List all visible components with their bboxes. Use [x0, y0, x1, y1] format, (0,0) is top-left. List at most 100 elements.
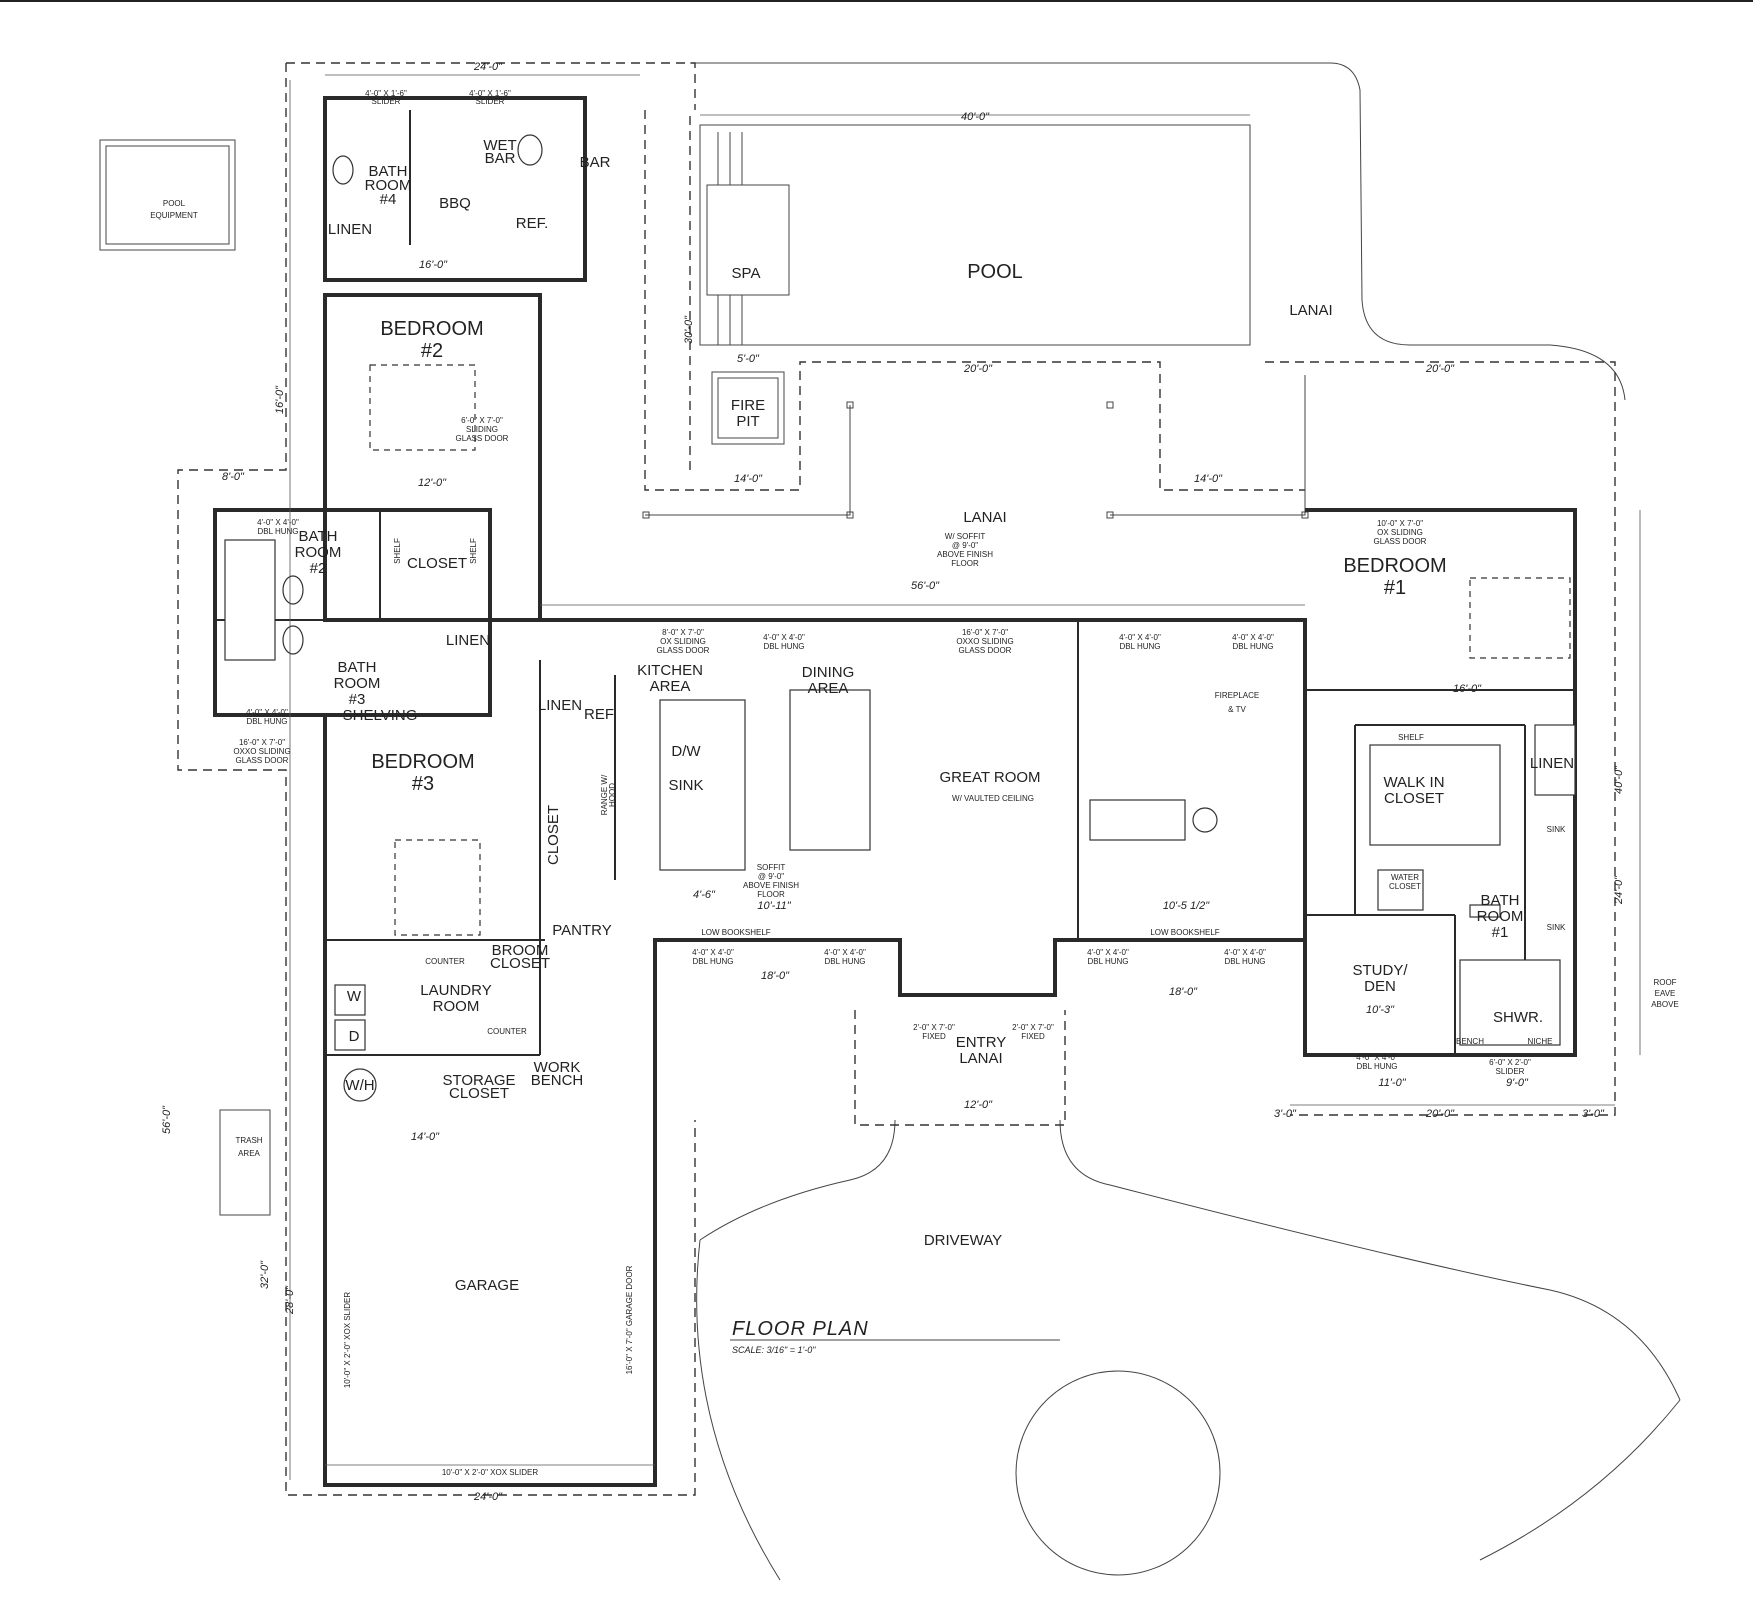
bed-2 [369, 364, 476, 451]
room-label-great-room-line: GREAT ROOM [939, 769, 1040, 786]
dim-label-d-24-bottom-line: 24'-0" [473, 1491, 503, 1503]
note-label-entry-fixed-r-line: 2'-0" X 7'-0" [1012, 1023, 1054, 1032]
dimension-lines [289, 74, 1641, 1480]
shower-bath23 [224, 539, 276, 661]
room-label-bath1-line: ROOM [1477, 908, 1524, 925]
room-label-linen-bath3-line: LINEN [446, 632, 490, 649]
plan-title: FLOOR PLAN [732, 1318, 869, 1340]
note-label-entry-fixed-l-line: FIXED [922, 1032, 946, 1041]
lanai-deck [177, 62, 1616, 1496]
room-label-dryer-line: D [349, 1028, 360, 1045]
note-label-win-dh-7-line: DBL HUNG [824, 957, 865, 966]
room-label-storage-line: STORAGE [442, 1072, 515, 1089]
note-label-garage-slider-b: 10'-0" X 2'-0" XOX SLIDER [442, 1468, 539, 1477]
driveway-edge-lower-right [1479, 1399, 1681, 1561]
note-label-garage-door-line: 16'-0" X 7'-0" GARAGE DOOR [625, 1265, 634, 1374]
note-label-b1-slider-line: 6'-0" X 2'-0" [1489, 1058, 1531, 1067]
dim-label-d-18a-line: 18'-0" [761, 970, 790, 982]
room-label-dining-line: DINING [802, 664, 855, 681]
room-label-bedroom3-line: #3 [412, 773, 434, 795]
dim-label-d-56-line: 56'-0" [911, 580, 940, 592]
room-label-low-bookshelf-l: LOW BOOKSHELF [701, 928, 770, 937]
note-label-lanai-soffit-line: @ 9'-0" [952, 541, 978, 550]
dim-label-d-28: 28'-0" [284, 1285, 296, 1315]
room-label-driveway-line: DRIVEWAY [924, 1232, 1002, 1249]
note-label-garage-door: 16'-0" X 7'-0" GARAGE DOOR [625, 1265, 634, 1374]
note-label-top-slider-2: 4'-0" X 1'-6"SLIDER [469, 89, 511, 106]
room-label-ref-k-line: REF [584, 706, 614, 723]
dim-label-d-8-left: 8'-0" [222, 471, 245, 483]
note-label-win-dh-3-line: DBL HUNG [763, 642, 804, 651]
post [1106, 511, 1114, 519]
dryer [334, 1019, 366, 1051]
room-label-work-bench-line: BENCH [531, 1072, 584, 1089]
room-label-pool: POOL [967, 261, 1023, 283]
note-label-range: RANGE W/HOOD [600, 774, 617, 815]
dim-label-d-pool-w: 30'-0" [683, 315, 695, 344]
room-label-bedroom1: BEDROOM#1 [1343, 555, 1446, 599]
pool-equipment-pad [99, 139, 236, 251]
room-label-bath2-line: #2 [310, 560, 327, 577]
note-label-win-dh-4-line: 4'-0" X 4'-0" [1119, 633, 1161, 642]
note-label-win-dh-1-line: DBL HUNG [257, 527, 298, 536]
room-label-linen-bath4: LINEN [328, 221, 372, 238]
note-label-b2-slider-line: 6'-0" X 7'-0" [461, 416, 503, 425]
dim-label-d-pool-len-line: 40'-0" [961, 111, 990, 123]
dim-label-d-3a-line: 3'-0" [1274, 1108, 1297, 1120]
toilet-bath3 [282, 625, 304, 655]
room-label-bar-line: BAR [580, 154, 611, 171]
note-label-win-dh-9-line: 4'-0" X 4'-0" [1224, 948, 1266, 957]
room-label-ref-k: REF [584, 706, 614, 723]
room-label-walk-in-line: WALK IN [1383, 774, 1444, 791]
note-label-vaulted: W/ VAULTED CEILING [952, 794, 1034, 803]
dim-label-d-lanai-14b: 14'-0" [1194, 473, 1223, 485]
dim-label-d-32-left: 32'-0" [259, 1260, 271, 1289]
fire-pit-inner [717, 377, 779, 439]
note-label-closet-k: CLOSET [545, 805, 562, 865]
room-label-linen-bath4-line: LINEN [328, 221, 372, 238]
note-label-closet-k-line: CLOSET [545, 805, 562, 865]
wall-pool-house [323, 96, 587, 282]
room-label-sink-k-line: SINK [668, 777, 703, 794]
room-label-spa: SPA [732, 265, 761, 282]
note-label-counter-2: COUNTER [487, 1027, 527, 1036]
linen-b1 [1534, 724, 1576, 796]
lanai-edge-right [1110, 375, 1306, 516]
dim-label-d-20-bottom-r-line: 20'-0" [1425, 1108, 1455, 1120]
note-label-roof-eave-line: ROOF [1653, 978, 1676, 987]
post [1106, 401, 1114, 409]
dim-label-d-top-line: 24'-0" [473, 61, 503, 73]
note-label-b1-door-line: OX SLIDING [1377, 528, 1423, 537]
room-label-bath3-line: ROOM [334, 675, 381, 692]
dim-label-d-20-bottom-r: 20'-0" [1425, 1108, 1455, 1120]
note-label-shelf-3: SHELF [1398, 733, 1424, 742]
note-label-b3-door-line: 16'-0" X 7'-0" [239, 738, 285, 747]
dimension-labels: 24'-0"40'-0"30'-0"20'-0"20'-0"14'-0"14'-… [161, 61, 1625, 1503]
pool-area [699, 124, 1251, 445]
note-label-great-door-line: OXXO SLIDING [956, 637, 1013, 646]
note-label-sink-b1b-line: SINK [1547, 923, 1566, 932]
post [846, 511, 854, 519]
wall-east-wing [540, 508, 1577, 1057]
room-label-wet-bar-line: WET [483, 137, 516, 154]
dim-label-d-4-6: 4'-6" [693, 889, 716, 901]
note-label-win-dh-5-line: DBL HUNG [1232, 642, 1273, 651]
note-label-win-dh-5-line: 4'-0" X 4'-0" [1232, 633, 1274, 642]
room-label-study-line: STUDY/ [1352, 962, 1408, 979]
note-label-shelf-2-line: SHELF [469, 538, 478, 564]
note-label-kitchen-soffit-line: FLOOR [757, 890, 785, 899]
dim-label-d-lanai-20a: 20'-0" [963, 363, 993, 375]
room-label-washer: W [347, 988, 362, 1005]
dim-label-d-18a: 18'-0" [761, 970, 790, 982]
pool-outline [699, 124, 1251, 346]
room-label-low-bookshelf-r-line: LOW BOOKSHELF [1150, 928, 1219, 937]
note-label-shelf-3-line: SHELF [1398, 733, 1424, 742]
